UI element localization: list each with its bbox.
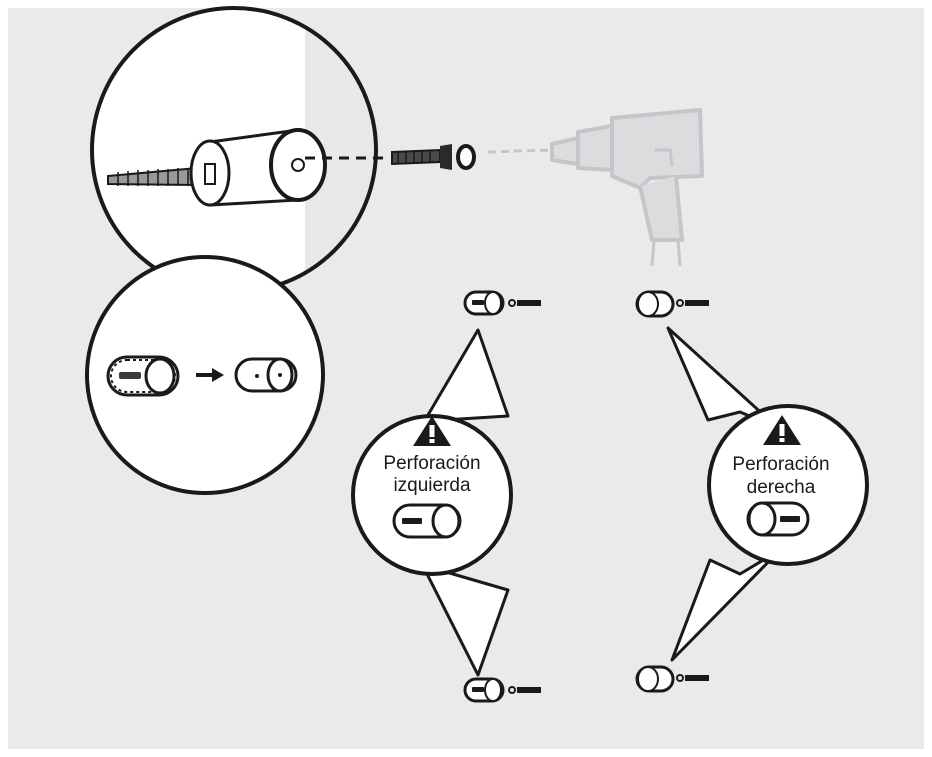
left-callout-title: Perforación	[383, 453, 480, 474]
right-drilling-callout: Perforación derecha	[707, 404, 869, 566]
cylinder-bottom-left-icon	[463, 677, 541, 703]
warning-icon	[413, 416, 451, 446]
right-callout-pointers	[666, 326, 782, 662]
lock-cylinder-icon	[189, 128, 327, 207]
cylinder-right-orientation-icon	[746, 501, 810, 537]
mounting-screw-icon	[391, 144, 476, 170]
warning-icon	[763, 415, 801, 445]
left-drilling-callout: Perforación izquierda	[351, 414, 513, 576]
right-callout-title: Perforación	[732, 454, 829, 475]
cylinder-top-right-icon	[635, 290, 709, 318]
cylinder-result-icon	[234, 357, 298, 393]
cylinder-top-left-icon	[463, 290, 541, 316]
orientation-circle	[85, 255, 325, 495]
arrow-right-icon	[196, 368, 224, 382]
right-callout-subtitle: derecha	[747, 477, 816, 498]
power-drill-icon	[487, 108, 704, 267]
cylinder-bottom-right-icon	[635, 665, 709, 693]
cylinder-front-icon	[106, 355, 180, 397]
left-callout-subtitle: izquierda	[393, 475, 471, 496]
cylinder-left-orientation-icon	[392, 503, 462, 539]
